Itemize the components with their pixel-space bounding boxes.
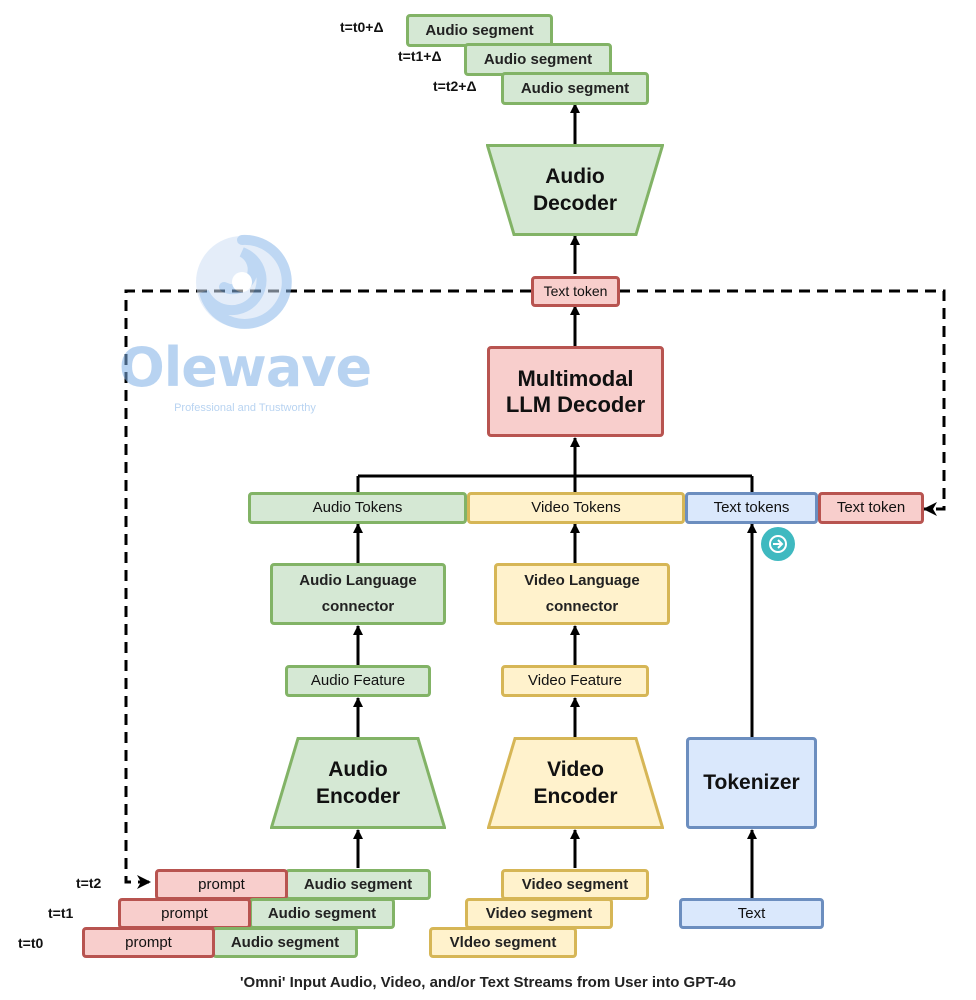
text-token-feedback: Text token [818,492,924,524]
olewave-watermark: Olewave Professional and Trustworthy [100,232,390,422]
output-time-label-t2: t=t2+Δ [433,78,477,94]
audio-tokens: Audio Tokens [248,492,467,524]
video-language-connector: Video Language connector [494,563,670,625]
input-time-label-t1: t=t1 [48,905,74,921]
tokenizer: Tokenizer [686,737,817,829]
audio-encoder-label: Audio Encoder [315,757,401,808]
input-video-segment-t0: Vldeo segment [429,927,577,958]
text-tokens: Text tokens [685,492,818,524]
audio-decoder-label: Audio Decoder [532,164,618,215]
audio-feature: Audio Feature [285,665,431,697]
output-time-label-t1: t=t1+Δ [398,48,442,64]
audio-encoder: Audio Encoder [270,737,446,829]
audio-language-connector: Audio Language connector [270,563,446,625]
input-time-label-t0: t=t0 [18,935,44,951]
input-time-label-t2: t=t2 [76,875,102,891]
input-audio-segment-t2: Audio segment [285,869,431,900]
input-prompt-t2: prompt [155,869,288,900]
multimodal-llm-decoder: Multimodal LLM Decoder [487,346,664,437]
output-audio-segment-t2: Audio segment [501,72,649,105]
audio-decoder: Audio Decoder [486,144,664,236]
input-prompt-t0: prompt [82,927,215,958]
video-encoder: Video Encoder [487,737,664,829]
watermark-tagline: Professional and Trustworthy [174,402,316,414]
text-token-output: Text token [531,276,620,307]
video-feature: Video Feature [501,665,649,697]
diagram-caption: 'Omni' Input Audio, Video, and/or Text S… [239,974,737,991]
input-prompt-t1: prompt [118,898,251,929]
input-audio-segment-t1: Audio segment [249,898,395,929]
swirl-logo-icon [196,234,292,329]
arrow-right-circle-icon[interactable] [761,527,795,561]
output-audio-segment-t1: Audio segment [464,43,612,76]
input-audio-segment-t0: Audio segment [212,927,358,958]
output-time-label-t0: t=t0+Δ [340,19,384,35]
watermark-brand: Olewave [118,336,372,399]
text-input: Text [679,898,824,929]
input-video-segment-t2: Video segment [501,869,649,900]
input-video-segment-t1: Video segment [465,898,613,929]
video-tokens: Video Tokens [467,492,685,524]
video-encoder-label: Video Encoder [533,757,618,808]
